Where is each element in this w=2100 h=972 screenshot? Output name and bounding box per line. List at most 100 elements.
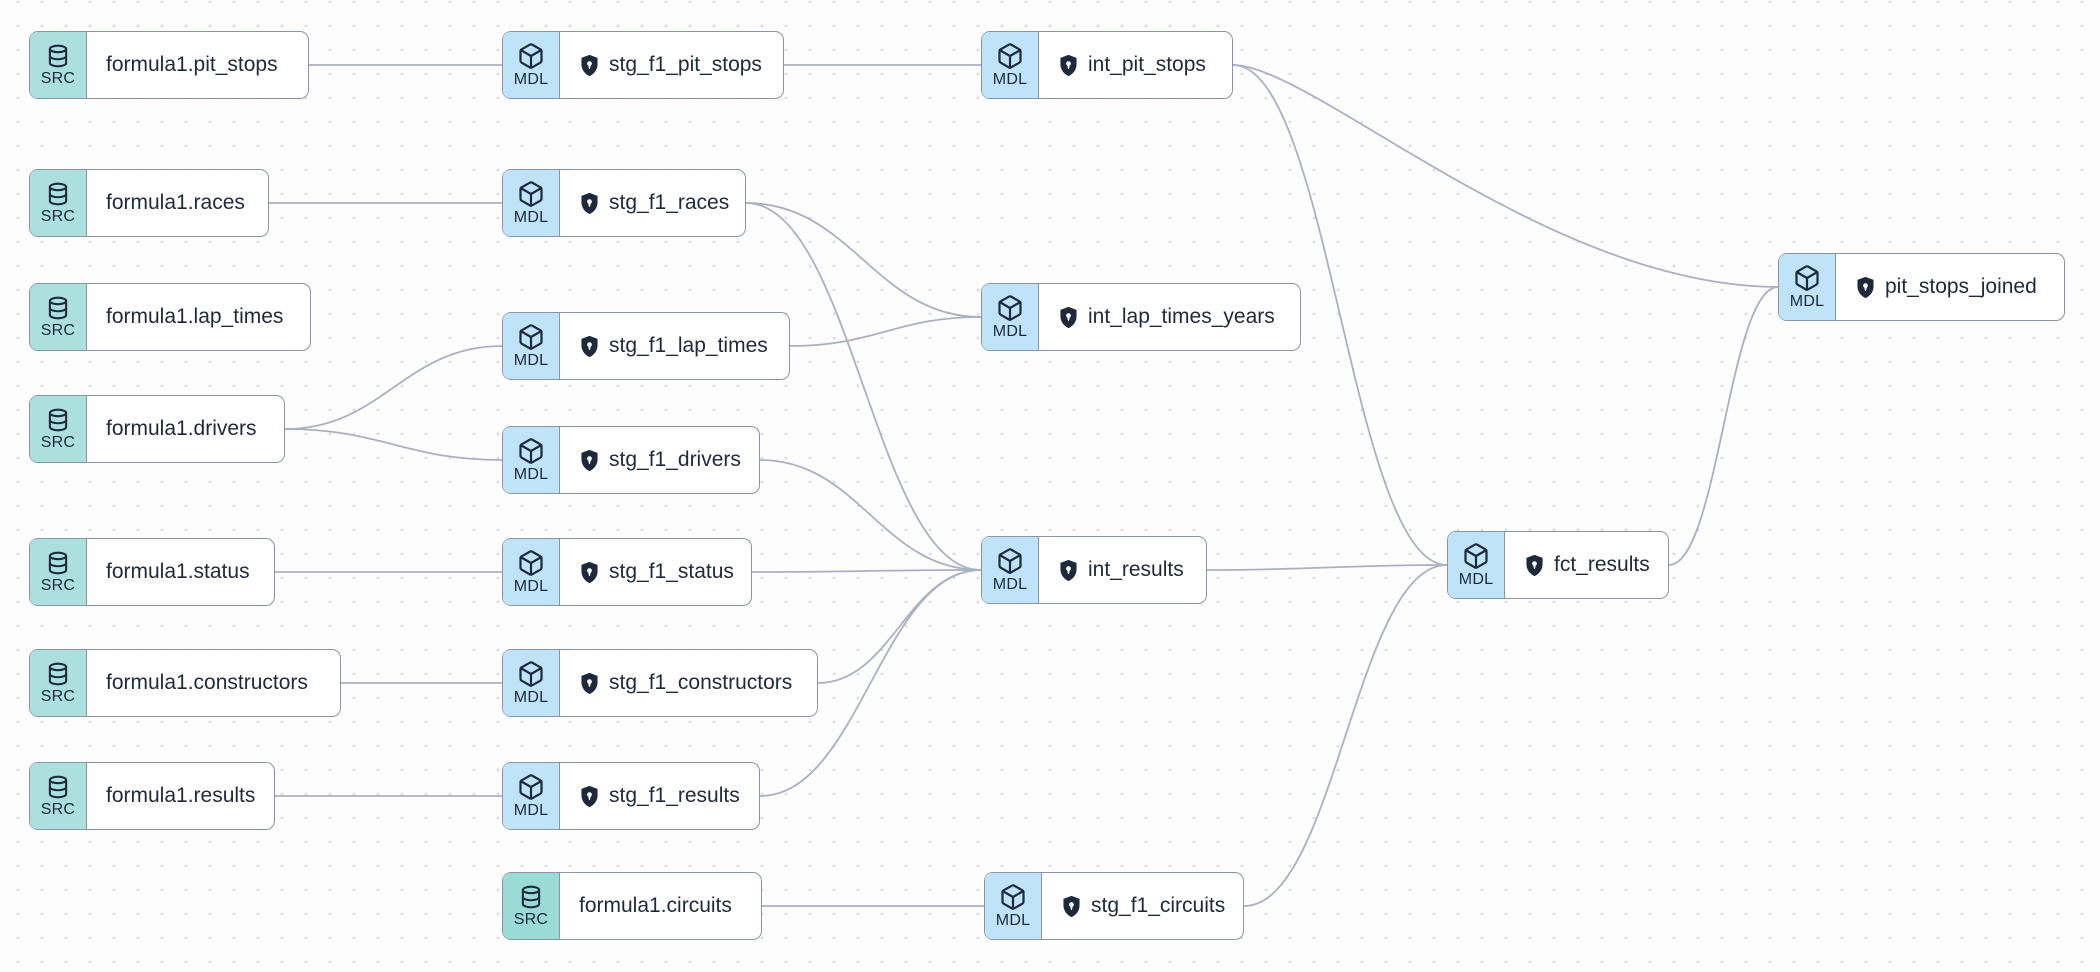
badge-label: MDL (513, 465, 549, 483)
node-src_results[interactable]: SRC formula1.results (29, 762, 275, 830)
node-int_pit_stops[interactable]: MDL int_pit_stops (981, 31, 1233, 99)
node-label-area: stg_f1_status (560, 539, 754, 605)
source-badge: SRC (30, 32, 87, 98)
edge-stg_f1_lap_times-int_lap_times_years (789, 316, 982, 347)
source-badge: SRC (30, 284, 87, 350)
database-icon (48, 408, 68, 432)
node-stg_f1_status[interactable]: MDL stg_f1_status (502, 538, 752, 606)
source-badge: SRC (30, 170, 87, 236)
shield-lock-icon (581, 192, 598, 214)
badge-label: MDL (513, 208, 549, 226)
database-icon (48, 551, 68, 575)
badge-label: SRC (40, 687, 76, 705)
model-badge: MDL (982, 32, 1039, 98)
node-label-area: formula1.constructors (87, 650, 328, 716)
model-badge: MDL (503, 313, 560, 379)
model-badge: MDL (503, 427, 560, 493)
model-badge: MDL (503, 32, 560, 98)
badge-label: MDL (513, 577, 549, 595)
shield-lock-icon (1060, 54, 1077, 76)
node-label: formula1.lap_times (106, 305, 284, 328)
cube-icon (519, 323, 543, 350)
node-label: formula1.circuits (579, 894, 732, 917)
node-stg_f1_races[interactable]: MDL stg_f1_races (502, 169, 746, 237)
node-stg_f1_lap_times[interactable]: MDL stg_f1_lap_times (502, 312, 790, 380)
badge-label: SRC (40, 69, 76, 87)
node-label: formula1.results (106, 784, 256, 807)
node-label: stg_f1_lap_times (609, 334, 768, 357)
node-label: formula1.constructors (106, 671, 308, 694)
database-icon (48, 44, 68, 68)
node-src_pit_stops[interactable]: SRC formula1.pit_stops (29, 31, 309, 99)
edge-stg_f1_drivers-int_results (759, 459, 982, 571)
node-label-area: int_pit_stops (1039, 32, 1226, 98)
badge-label: SRC (40, 321, 76, 339)
node-label-area: formula1.lap_times (87, 284, 303, 350)
shield-lock-icon (1060, 559, 1077, 581)
database-icon (48, 182, 68, 206)
node-label-area: formula1.circuits (560, 873, 752, 939)
badge-label: SRC (40, 800, 76, 818)
node-label-area: formula1.status (87, 539, 270, 605)
cube-icon (519, 549, 543, 576)
node-label: formula1.pit_stops (106, 53, 278, 76)
node-label: stg_f1_circuits (1091, 894, 1226, 917)
badge-label: MDL (992, 70, 1028, 88)
shield-lock-icon (581, 785, 598, 807)
edge-stg_f1_constructors-int_results (817, 569, 982, 684)
shield-lock-icon (1063, 895, 1080, 917)
model-badge: MDL (985, 873, 1042, 939)
badge-label: MDL (1458, 570, 1494, 588)
node-label: int_pit_stops (1088, 53, 1206, 76)
cube-icon (1001, 883, 1025, 910)
cube-icon (519, 42, 543, 69)
source-badge: SRC (30, 539, 87, 605)
database-icon (48, 775, 68, 799)
shield-lock-icon (581, 672, 598, 694)
badge-label: MDL (1789, 292, 1825, 310)
node-src_drivers[interactable]: SRC formula1.drivers (29, 395, 285, 463)
badge-label: MDL (992, 575, 1028, 593)
cube-icon (998, 42, 1022, 69)
edge-int_results-fct_results (1206, 564, 1448, 571)
edge-fct_results-pit_stops_joined (1668, 286, 1779, 566)
edge-stg_f1_status-int_results (751, 569, 982, 573)
cube-icon (1795, 264, 1819, 291)
model-badge: MDL (1779, 254, 1836, 320)
node-label: stg_f1_pit_stops (609, 53, 762, 76)
node-label-area: formula1.drivers (87, 396, 277, 462)
cube-icon (998, 294, 1022, 321)
node-label-area: stg_f1_pit_stops (560, 32, 782, 98)
node-label: int_results (1088, 558, 1184, 581)
node-stg_f1_circuits[interactable]: MDL stg_f1_circuits (984, 872, 1244, 940)
node-label-area: int_lap_times_years (1039, 284, 1295, 350)
shield-lock-icon (581, 54, 598, 76)
node-label-area: stg_f1_lap_times (560, 313, 788, 379)
edge-stg_f1_results-int_results (759, 569, 982, 797)
badge-label: SRC (40, 207, 76, 225)
badge-label: MDL (995, 911, 1031, 929)
shield-lock-icon (1060, 306, 1077, 328)
badge-label: SRC (40, 433, 76, 451)
node-src_constructors[interactable]: SRC formula1.constructors (29, 649, 341, 717)
node-label-area: stg_f1_results (560, 763, 760, 829)
node-label: stg_f1_results (609, 784, 740, 807)
cube-icon (1464, 542, 1488, 569)
cube-icon (519, 660, 543, 687)
node-src_lap_times[interactable]: SRC formula1.lap_times (29, 283, 311, 351)
badge-label: MDL (513, 688, 549, 706)
node-int_results[interactable]: MDL int_results (981, 536, 1207, 604)
node-stg_f1_pit_stops[interactable]: MDL stg_f1_pit_stops (502, 31, 784, 99)
badge-label: MDL (513, 351, 549, 369)
node-label-area: stg_f1_races (560, 170, 749, 236)
